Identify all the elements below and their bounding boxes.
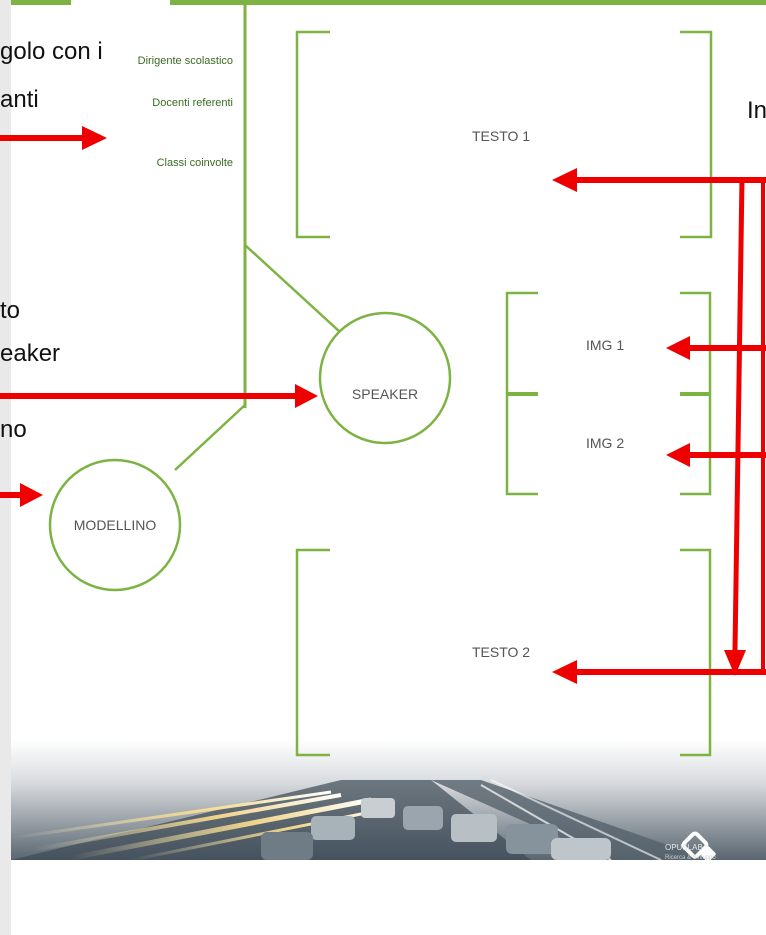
highway-traffic-image (11, 740, 766, 860)
left-gray-strip (0, 0, 11, 935)
spine-to-speaker-line (244, 244, 341, 333)
testo1-label: TESTO 1 (472, 128, 531, 144)
speaker-circle (318, 311, 452, 445)
top-accent-bar (170, 0, 766, 5)
testo2-bracket-left (295, 548, 330, 757)
annotation-text-2: anti (0, 86, 39, 113)
testo2-label: TESTO 2 (472, 644, 531, 660)
annotation-text-1: golo con i (0, 38, 103, 65)
opuslab-logo-icon (680, 830, 720, 875)
testo1-bracket-right (680, 30, 713, 239)
modellino-label: MODELLINO (73, 517, 157, 533)
spine-to-modellino-line (174, 404, 246, 471)
label-dirigente: Dirigente scolastico (137, 55, 233, 67)
annotation-text-4: eaker (0, 340, 61, 367)
top-accent-bar-left (11, 0, 71, 5)
annotation-text-5: no (0, 416, 27, 443)
red-arrows (0, 126, 766, 684)
speaker-label: SPEAKER (351, 386, 419, 402)
logo-tagline: Ricerca & Sviluppo (665, 855, 716, 861)
logo-brand: OPUSLAB (665, 843, 703, 852)
testo2-bracket-right (680, 548, 712, 757)
annotation-text-6: In (747, 97, 766, 124)
label-docenti: Docenti referenti (152, 97, 233, 109)
img1-label: IMG 1 (586, 337, 625, 353)
testo1-bracket-left (295, 30, 330, 239)
img2-label: IMG 2 (586, 435, 625, 451)
annotation-text-3: to (0, 297, 21, 324)
modellino-circle (48, 458, 182, 592)
opuslab-logo-text: OPUSLAB Ricerca & Sviluppo (665, 843, 716, 861)
label-classi: Classi coinvolte (156, 157, 233, 169)
